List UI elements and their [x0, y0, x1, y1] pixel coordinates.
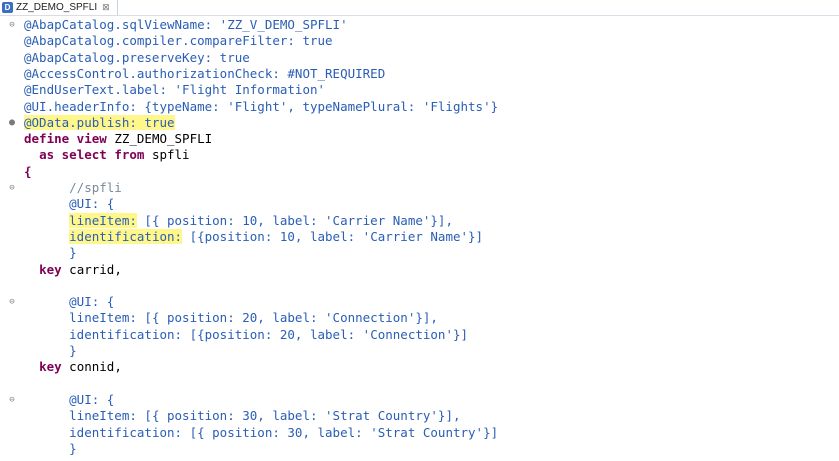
code-text: @AbapCatalog.compiler.compareFilter: tru… [24, 33, 333, 49]
code-text: identification: [{position: 20, label: '… [69, 326, 469, 342]
code-text: define view ZZ_DEMO_SPFLI [24, 131, 213, 147]
code-line: lineItem: [{ position: 30, label: 'Strat… [0, 408, 839, 424]
code-line: @AbapCatalog.compiler.compareFilter: tru… [0, 33, 839, 49]
breakpoint-marker-icon[interactable]: ● [8, 116, 16, 128]
code-line: identification: [{position: 20, label: '… [0, 327, 839, 343]
code-line: identification: [{ position: 30, label: … [0, 425, 839, 441]
code-line [0, 278, 839, 294]
code-text: lineItem: [{ position: 20, label: 'Conne… [69, 310, 438, 326]
code-line: ⊖ @AbapCatalog.sqlViewName: 'ZZ_V_DEMO_SP… [0, 17, 839, 33]
code-text: @UI: { [24, 196, 115, 212]
close-icon[interactable]: ⊠ [102, 2, 110, 12]
code-line: ● @OData.publish: true [0, 114, 839, 131]
code-text: { [24, 163, 32, 179]
code-line: lineItem: [{ position: 20, label: 'Conne… [0, 310, 839, 326]
fold-toggle-icon[interactable]: ⊖ [9, 394, 15, 405]
code-line: ⊖ //spfli [0, 180, 839, 196]
code-text: lineItem: [{ position: 30, label: 'Strat… [69, 408, 461, 424]
code-text: @UI: { [24, 391, 115, 407]
code-text: as select from spfli [39, 147, 190, 163]
code-line: } [0, 245, 839, 261]
code-text: @UI.headerInfo: {typeName: 'Flight', typ… [24, 98, 499, 114]
code-line: @EndUserText.label: 'Flight Information' [0, 82, 839, 98]
code-line: as select from spfli [0, 147, 839, 163]
ddl-source-icon: D [2, 2, 13, 13]
code-line: lineItem: [{ position: 10, label: 'Carri… [0, 212, 839, 229]
tab-title: ZZ_DEMO_SPFLI [16, 2, 98, 13]
code-text: @AbapCatalog.sqlViewName: 'ZZ_V_DEMO_SPF… [24, 17, 348, 32]
fold-toggle-icon[interactable]: ⊖ [9, 183, 15, 193]
code-text: key carrid, [39, 261, 122, 277]
code-text: identification: [{position: 10, label: '… [69, 228, 484, 244]
code-line: } [0, 441, 839, 457]
code-text: //spfli [24, 180, 122, 195]
code-line: ⊖ @UI: { [0, 294, 839, 310]
code-line: @UI.headerInfo: {typeName: 'Flight', typ… [0, 99, 839, 115]
code-line: { [0, 164, 839, 180]
code-editor[interactable]: ⊖ @AbapCatalog.sqlViewName: 'ZZ_V_DEMO_SP… [0, 16, 839, 461]
code-line: key carrid, [0, 262, 839, 278]
code-line: @AbapCatalog.preserveKey: true [0, 50, 839, 66]
code-text: @OData.publish: true [24, 114, 175, 130]
code-text: @EndUserText.label: 'Flight Information' [24, 82, 326, 98]
code-text: @AbapCatalog.preserveKey: true [24, 49, 250, 65]
fold-toggle-icon[interactable]: ⊖ [9, 297, 15, 308]
code-line: @AccessControl.authorizationCheck: #NOT_… [0, 66, 839, 82]
code-text: lineItem: [{ position: 10, label: 'Carri… [69, 212, 453, 228]
code-text: } [24, 343, 77, 358]
code-line: identification: [{position: 10, label: '… [0, 228, 839, 245]
code-line: define view ZZ_DEMO_SPFLI [0, 131, 839, 147]
editor-tab-bar: D ZZ_DEMO_SPFLI ⊠ [0, 0, 839, 16]
code-text: @UI: { [24, 294, 115, 310]
code-text: } [24, 440, 77, 456]
code-line: key connid, [0, 359, 839, 375]
code-text: identification: [{ position: 30, label: … [69, 424, 499, 440]
code-line: @UI: { [0, 196, 839, 212]
code-text: } [24, 245, 77, 261]
code-text: @AccessControl.authorizationCheck: #NOT_… [24, 65, 386, 81]
code-line: } [0, 343, 839, 359]
editor-tab-zz-demo-spfli[interactable]: D ZZ_DEMO_SPFLI ⊠ [0, 0, 118, 15]
code-line: ⊖ @UI: { [0, 392, 839, 408]
fold-toggle-icon[interactable]: ⊖ [9, 20, 15, 30]
code-line [0, 376, 839, 392]
code-text: key connid, [39, 359, 122, 375]
